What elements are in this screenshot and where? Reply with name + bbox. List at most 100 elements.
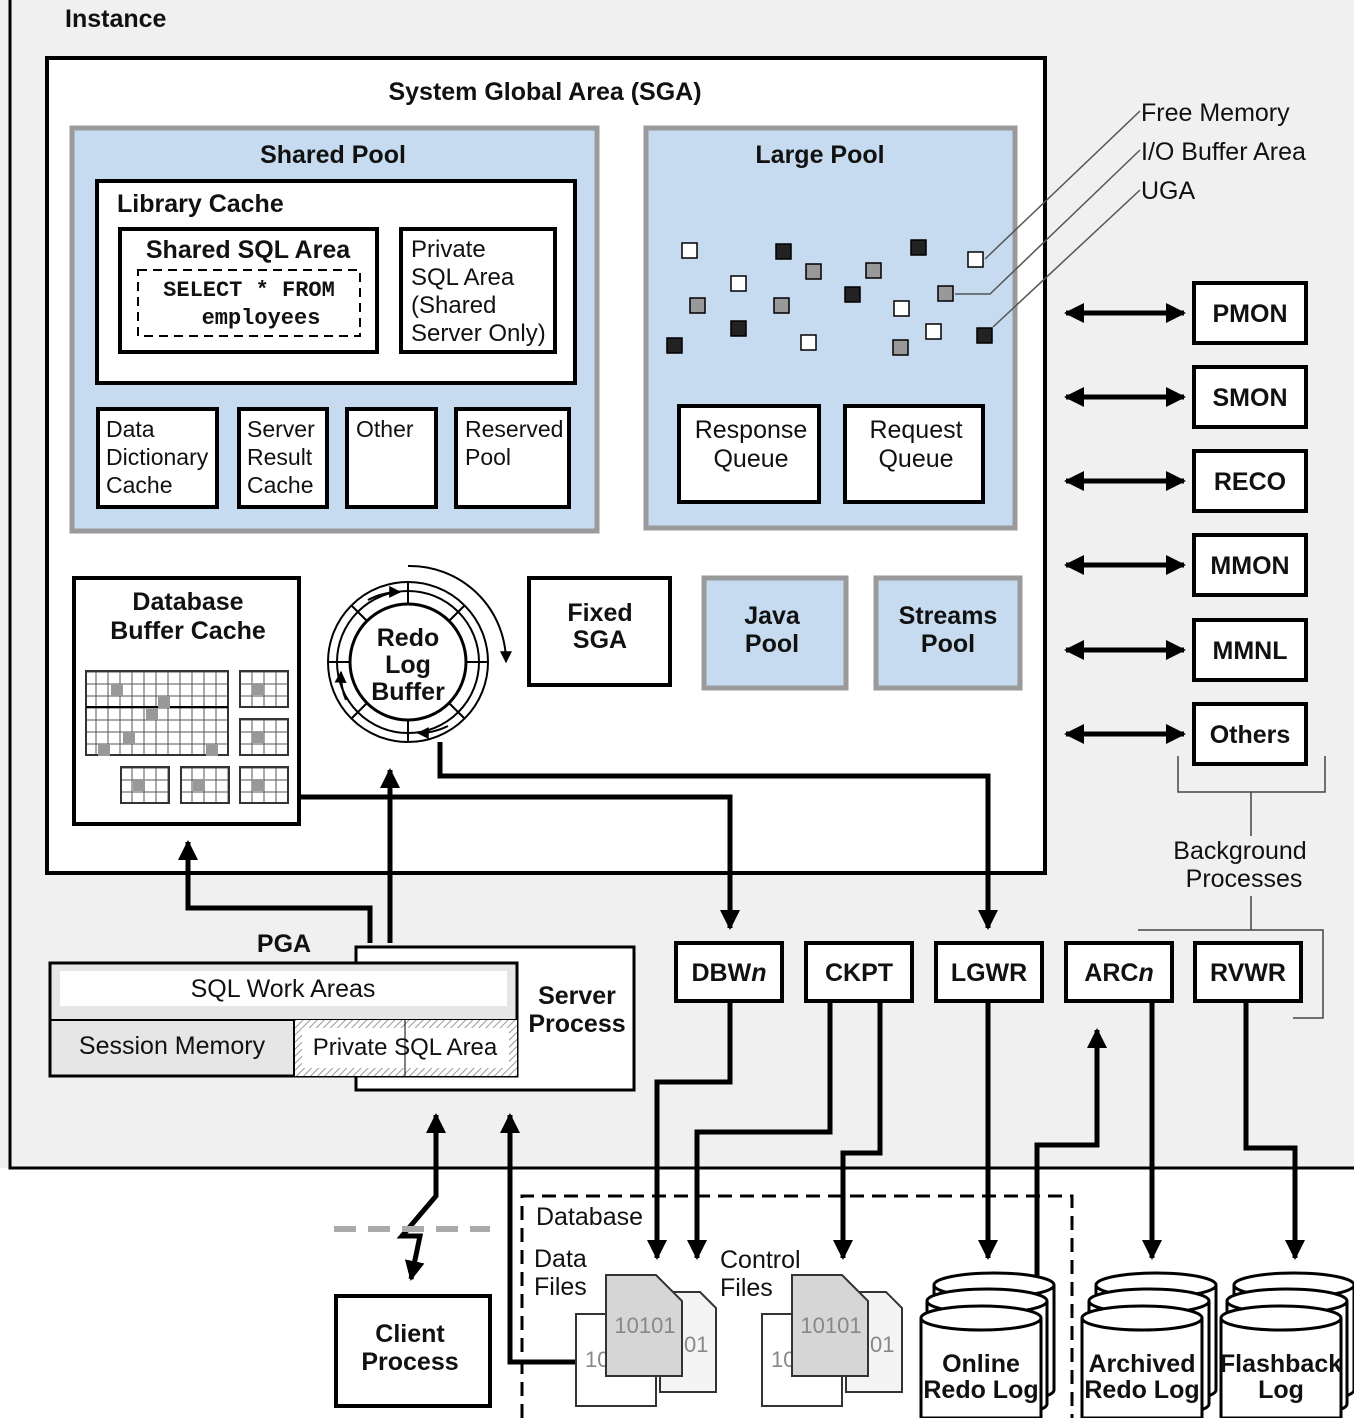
process-pmon: PMON: [1192, 281, 1308, 345]
shared-pool-title: Shared Pool: [260, 141, 406, 169]
legend-free-memory: Free Memory: [1141, 99, 1290, 127]
dbc-line-1: Database: [132, 588, 243, 616]
control-files-icon: 10 01 10101: [761, 1274, 903, 1407]
ddc-line-1: Data: [106, 416, 155, 442]
redo-line-1: Redo: [377, 624, 440, 652]
client-process-line-2: Process: [361, 1348, 458, 1376]
library-cache-title: Library Cache: [117, 190, 284, 218]
java-pool: Java Pool: [701, 575, 849, 691]
dbwn-label: DBWn: [692, 959, 767, 987]
smon-label: SMON: [1213, 384, 1288, 412]
streams-pool-line-1: Streams: [899, 602, 998, 630]
legend-uga: UGA: [1141, 177, 1196, 205]
private-sql-area-shared-server: Private SQL Area (Shared Server Only): [399, 227, 557, 354]
sga-title: System Global Area (SGA): [388, 78, 701, 106]
pga: PGA SQL Work Areas Session Memory Privat…: [48, 930, 519, 1078]
reserved-line-2: Pool: [465, 444, 511, 470]
private-sql-line-3: (Shared: [411, 292, 496, 319]
response-queue-line-2: Queue: [713, 445, 788, 473]
flashback-log: [1219, 1271, 1354, 1418]
data-files-line-2: Files: [534, 1273, 587, 1301]
database-title: Database: [536, 1203, 643, 1231]
pga-title: PGA: [257, 930, 311, 958]
java-pool-line-1: Java: [744, 602, 801, 630]
control-files-line-1: Control: [720, 1246, 801, 1274]
sql-code-line-1: SELECT * FROM: [163, 278, 335, 303]
database: Database Data Files Control Files: [520, 1194, 1074, 1418]
control-file-front-glyph: 10101: [800, 1313, 861, 1338]
ddc-line-3: Cache: [106, 472, 172, 498]
fixed-sga-line-2: SGA: [573, 626, 627, 654]
request-queue: Request Queue: [843, 404, 985, 504]
dbc-line-2: Buffer Cache: [110, 617, 266, 645]
process-dbwn: DBWn: [674, 941, 784, 1003]
redo-log-buffer: Redo Log Buffer: [327, 564, 512, 743]
others-label: Others: [1210, 721, 1291, 749]
response-queue: Response Queue: [677, 404, 821, 504]
fixed-sga: Fixed SGA: [527, 576, 672, 687]
online-redo-log-line-2: Redo Log: [923, 1376, 1038, 1404]
archived-redo-log-line-1: Archived: [1089, 1350, 1196, 1378]
large-pool-title: Large Pool: [755, 141, 884, 169]
lgwr-label: LGWR: [951, 959, 1027, 987]
sql-work-areas: SQL Work Areas: [191, 975, 376, 1003]
buffer-grid: [85, 670, 289, 804]
src-line-2: Result: [247, 444, 313, 470]
process-ckpt: CKPT: [804, 941, 914, 1003]
process-smon: SMON: [1192, 365, 1308, 429]
background-processes-brackets: [1138, 756, 1326, 1019]
legend-io-buffer-area: I/O Buffer Area: [1141, 138, 1306, 166]
server-process-line-1: Server: [538, 982, 616, 1010]
ckpt-label: CKPT: [825, 959, 893, 987]
src-line-1: Server: [247, 416, 315, 442]
online-redo-log-line-1: Online: [942, 1350, 1020, 1378]
data-files-icon: 10 01 10101: [575, 1274, 717, 1407]
large-pool: Large Pool Response Queue: [643, 125, 1018, 531]
private-sql-line-4: Server Only): [411, 320, 546, 347]
shared-sql-area: Shared SQL Area SELECT * FROM employees: [118, 227, 379, 354]
process-arcn: ARCn: [1064, 941, 1174, 1003]
instance-label: Instance: [65, 5, 167, 33]
other-area: Other: [345, 407, 438, 509]
archived-redo-log-line-2: Redo Log: [1084, 1376, 1199, 1404]
process-mmon: MMON: [1192, 533, 1308, 597]
online-redo-log: [919, 1271, 1056, 1418]
legend: Free Memory I/O Buffer Area UGA: [955, 99, 1306, 328]
flashback-log-line-2: Log: [1258, 1376, 1304, 1404]
mmnl-label: MMNL: [1213, 637, 1288, 665]
database-buffer-cache: Database Buffer Cache: [72, 576, 301, 826]
data-dictionary-cache: Data Dictionary Cache: [96, 407, 219, 509]
java-pool-line-2: Pool: [745, 630, 799, 658]
data-files-line-1: Data: [534, 1245, 587, 1273]
data-file-right-glyph: 01: [684, 1332, 708, 1357]
streams-pool-line-2: Pool: [921, 630, 975, 658]
rvwr-label: RVWR: [1210, 959, 1286, 987]
redo-line-3: Buffer: [371, 678, 445, 706]
memory-blocks: [666, 239, 993, 356]
private-sql-line-1: Private: [411, 236, 486, 263]
control-files-line-2: Files: [720, 1274, 773, 1302]
reserved-line-1: Reserved: [465, 416, 563, 442]
sql-code-line-2: employees: [202, 306, 321, 331]
data-file-front-glyph: 10101: [614, 1313, 675, 1338]
library-cache: Library Cache Shared SQL Area SELECT * F…: [95, 179, 577, 385]
pmon-label: PMON: [1213, 300, 1288, 328]
background-processes-label-2: Processes: [1186, 865, 1303, 893]
control-file-right-glyph: 01: [870, 1332, 894, 1357]
response-queue-line-1: Response: [695, 416, 808, 444]
request-queue-line-1: Request: [869, 416, 962, 444]
background-processes-label-1: Background: [1173, 837, 1306, 865]
server-process-line-2: Process: [528, 1010, 625, 1038]
src-line-3: Cache: [247, 472, 313, 498]
private-sql-line-2: SQL Area: [411, 264, 515, 291]
client-process-line-1: Client: [375, 1320, 445, 1348]
fixed-sga-line-1: Fixed: [567, 599, 632, 627]
session-memory: Session Memory: [79, 1032, 266, 1060]
right-process-arrows: [1064, 303, 1186, 744]
shared-sql-area-title: Shared SQL Area: [146, 236, 351, 264]
process-lgwr: LGWR: [934, 941, 1044, 1003]
arcn-label: ARCn: [1084, 959, 1153, 987]
flashback-log-line-1: Flashback: [1220, 1350, 1342, 1378]
mmon-label: MMON: [1210, 552, 1289, 580]
